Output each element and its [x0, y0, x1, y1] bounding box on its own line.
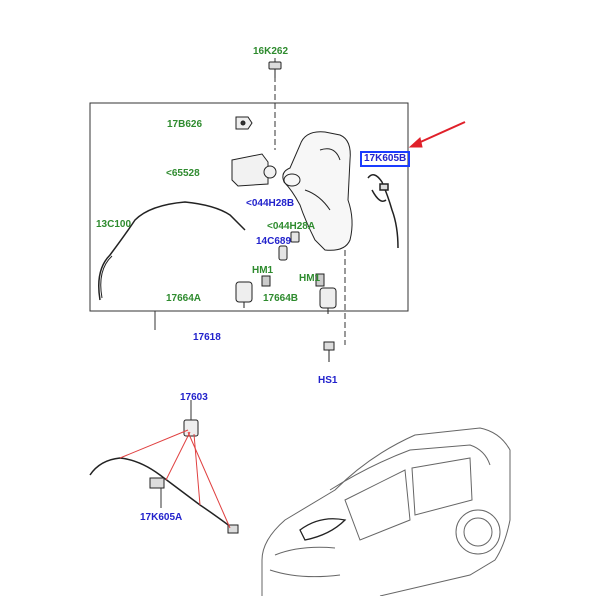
label-17b626: 17B626 — [167, 119, 203, 130]
pump-14c689-icon — [278, 245, 288, 261]
label-17618: 17618 — [193, 332, 221, 343]
harness-clip-17603-icon — [183, 419, 199, 437]
label-hm1-left: HM1 — [252, 265, 274, 276]
label-17k605b-highlighted: 17K605B — [360, 151, 411, 167]
callout-lines — [119, 429, 231, 529]
label-044h28a: <044H28A — [267, 221, 316, 232]
hm1-clip-left-icon — [261, 275, 271, 287]
label-17664a: 17664A — [166, 293, 202, 304]
vehicle-outline — [261, 427, 511, 596]
assembly-frame — [89, 102, 409, 312]
label-hs1: HS1 — [318, 375, 338, 386]
red-arrow-icon — [408, 121, 466, 148]
bolt-hs1-icon — [323, 341, 335, 362]
label-17k605a: 17K605A — [140, 512, 183, 523]
label-65528: <65528 — [166, 168, 200, 179]
connector-16k262-icon — [268, 61, 282, 78]
hose-13c100 — [98, 201, 246, 301]
cap-seal-icon — [290, 231, 300, 243]
pump-17664a-icon — [235, 281, 253, 308]
pump-17664b-icon — [319, 287, 337, 314]
washer-reservoir — [282, 131, 353, 251]
hm1-clip-right-icon — [315, 273, 325, 287]
pump-clip-icon — [235, 116, 253, 130]
harness-17k605a — [89, 457, 236, 531]
label-044h28b: <044H28B — [246, 198, 295, 209]
harness-17k605b-icon — [367, 174, 399, 249]
harness-connector-icon — [149, 477, 239, 534]
label-hm1-right: HM1 — [299, 273, 321, 284]
label-17603: 17603 — [180, 392, 208, 403]
label-14c689: 14C689 — [256, 236, 292, 247]
label-17664b: 17664B — [263, 293, 299, 304]
label-13c100: 13C100 — [96, 219, 132, 230]
bracket-icon — [231, 153, 277, 187]
label-16k262: 16K262 — [253, 46, 289, 57]
